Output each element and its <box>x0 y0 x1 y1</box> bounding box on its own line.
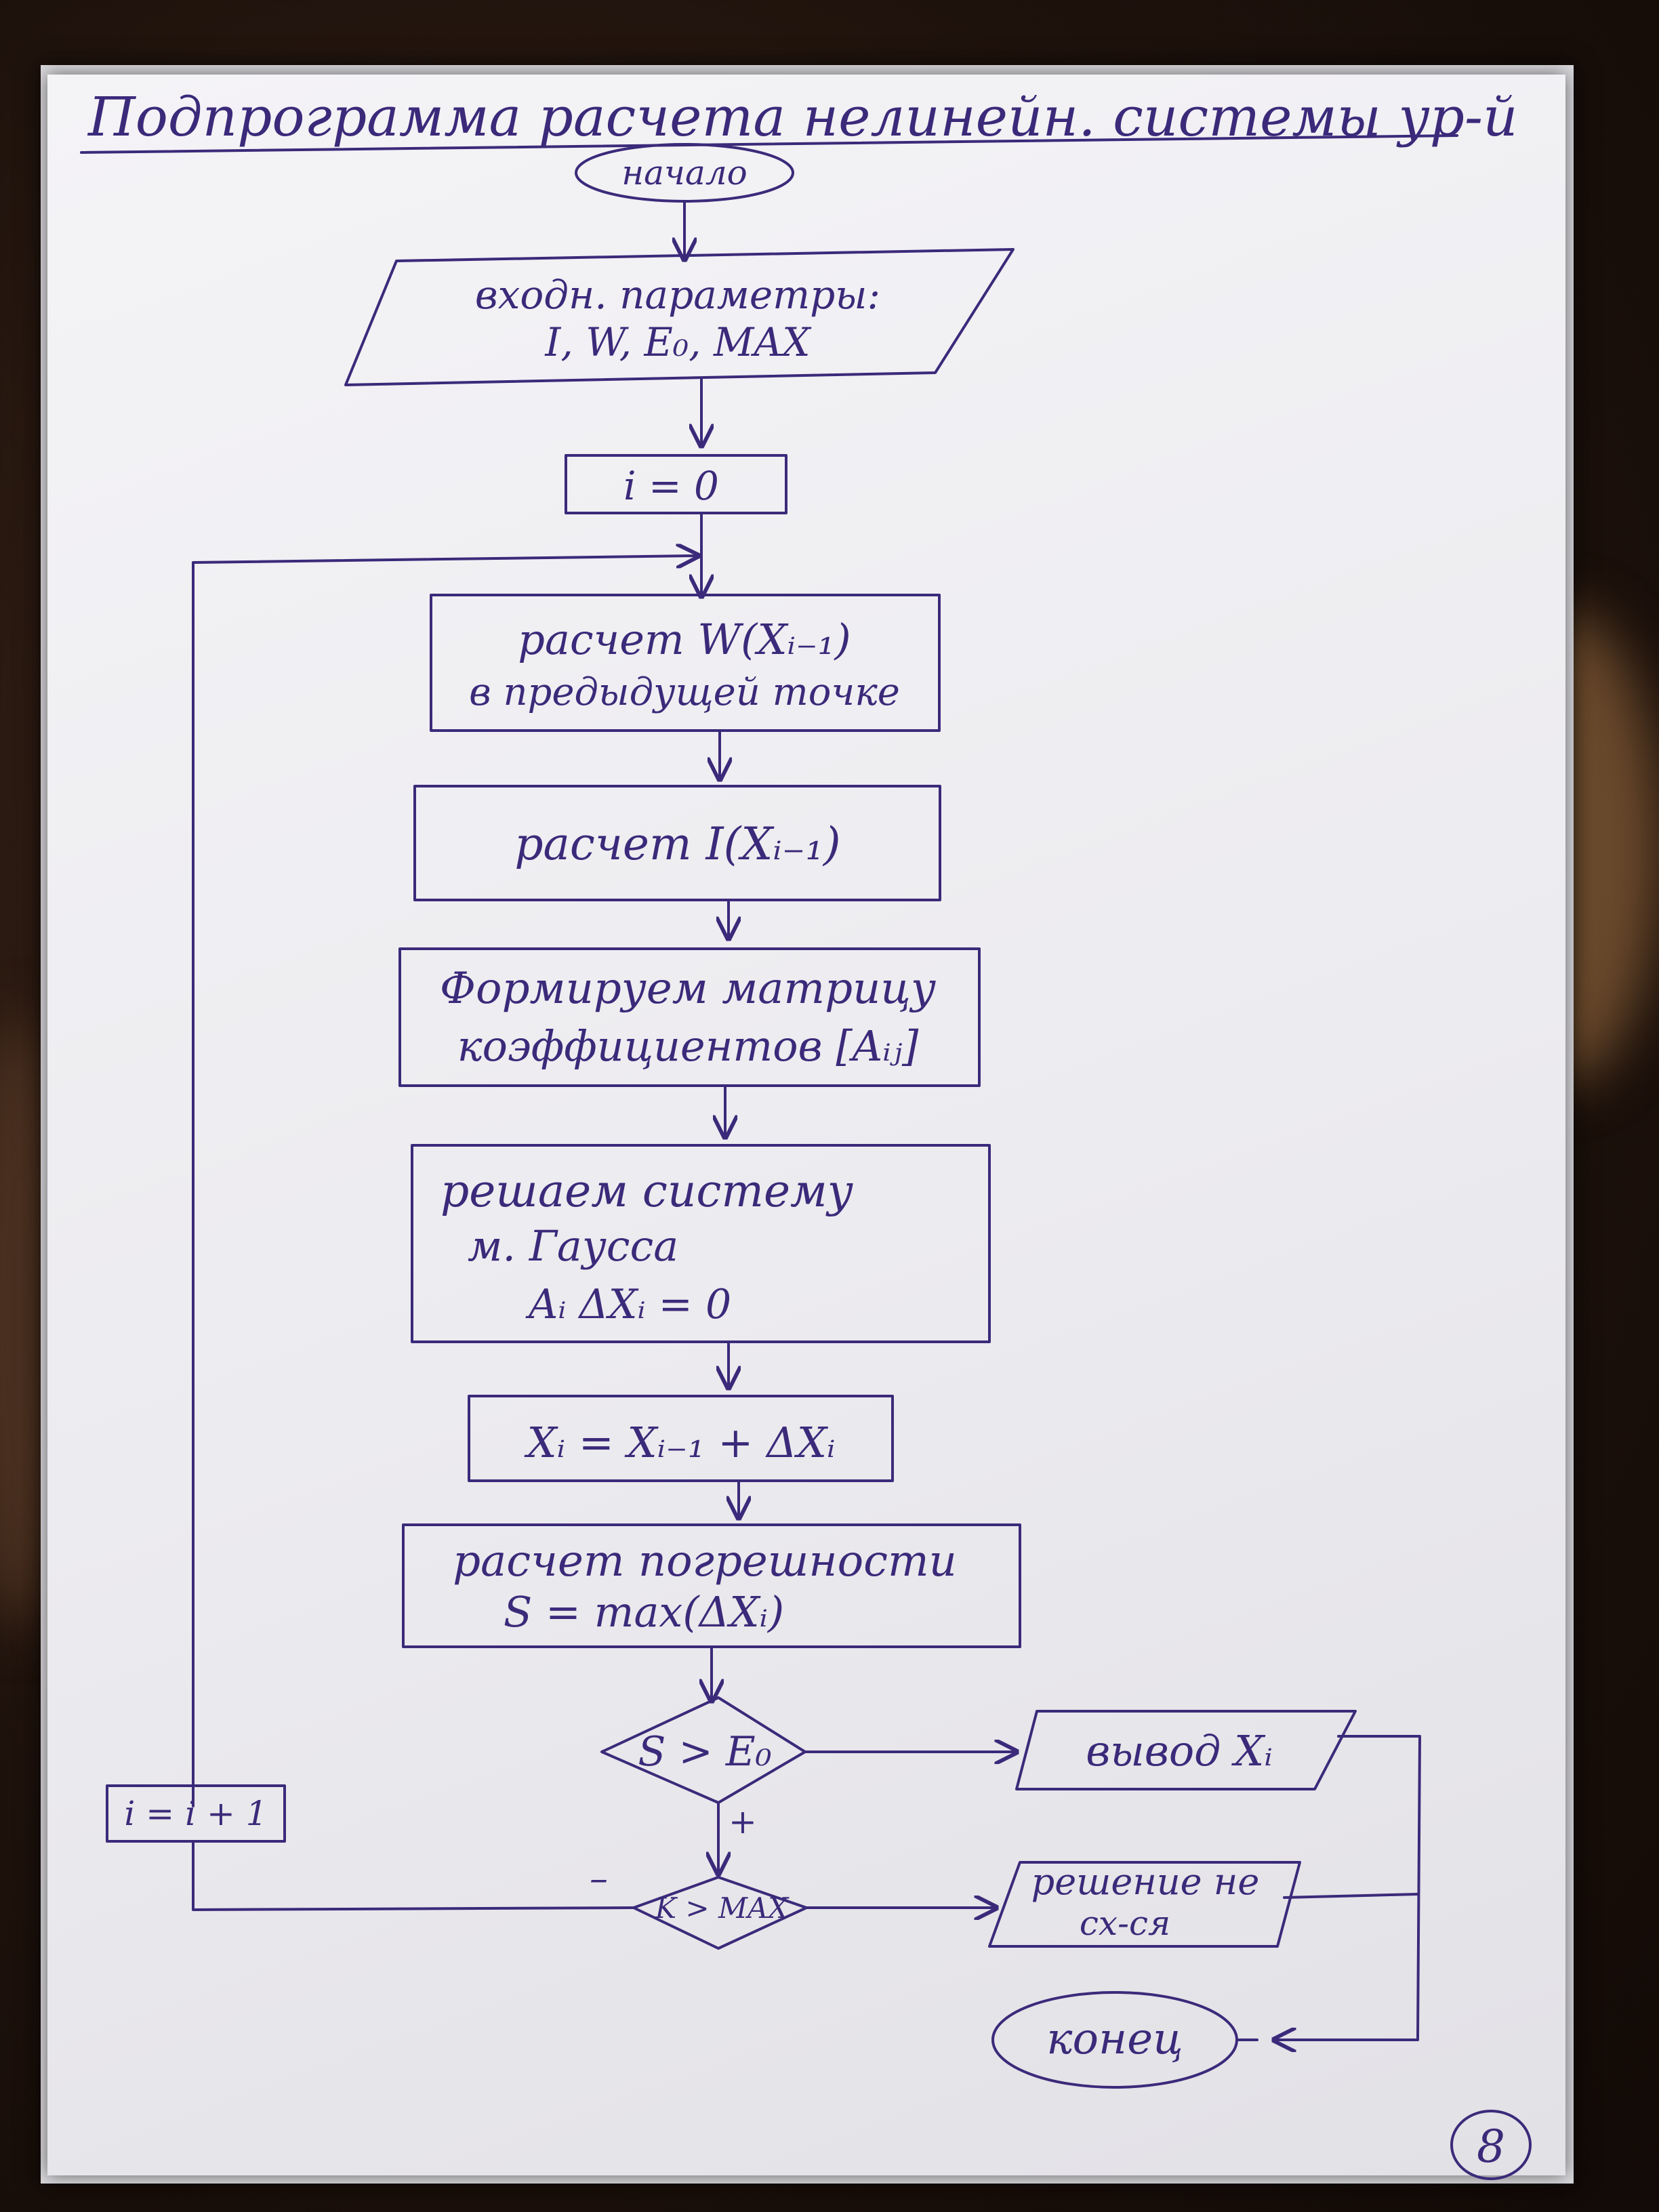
error-label-1: расчет погрешности <box>453 1536 957 1586</box>
error-label-2: S = max(ΔXᵢ) <box>504 1587 784 1637</box>
calc-w-process <box>430 594 941 732</box>
end-terminator <box>991 1991 1238 2089</box>
update-process <box>468 1395 894 1482</box>
matrix-process <box>398 947 981 1087</box>
output-parallelogram <box>1015 1710 1357 1790</box>
calc-w-label-2: в предыдущей точке <box>469 670 900 714</box>
init-process <box>565 454 787 514</box>
solve-label-2: м. Гаусса <box>468 1221 678 1271</box>
fail-label-1: решение не <box>1031 1860 1260 1903</box>
output-label: вывод Xᵢ <box>1086 1726 1273 1776</box>
fail-parallelogram <box>988 1861 1301 1948</box>
page-number-circle <box>1450 2110 1532 2180</box>
matrix-label-2: коэффициентов [Aᵢⱼ] <box>457 1021 920 1071</box>
increment-process <box>106 1784 286 1843</box>
input-parallelogram <box>344 248 1015 386</box>
decision2-label: K > MAX <box>655 1891 790 1925</box>
fail-label-2: сх-ся <box>1080 1904 1170 1943</box>
calc-i-process <box>413 785 941 901</box>
minus-label: – <box>590 1857 608 1900</box>
plus-label: + <box>729 1802 757 1841</box>
update-label: Xᵢ = Xᵢ₋₁ + ΔXᵢ <box>525 1418 836 1467</box>
increment-label: i = i + 1 <box>124 1794 267 1833</box>
edge-decision2-loop <box>192 1840 635 1911</box>
edge-output-end <box>1274 1735 1421 2040</box>
decision-k-gt-max <box>632 1876 808 1950</box>
start-label: начало <box>621 153 747 192</box>
matrix-label-1: Формируем матрицу <box>440 964 936 1014</box>
page-title: Подпрограмма расчета нелинейн. системы у… <box>87 85 1518 148</box>
paper-sheet <box>47 75 1565 2175</box>
solve-label-1: решаем систему <box>441 1165 853 1217</box>
calc-i-label: расчет I(Xᵢ₋₁) <box>514 818 840 870</box>
loop-back-line <box>192 556 698 1807</box>
solve-label-3: Aᵢ ΔXᵢ = 0 <box>525 1281 731 1328</box>
input-label-2: I, W, E₀, MAX <box>544 319 812 365</box>
title-underline <box>80 134 1458 154</box>
input-label-1: входн. параметры: <box>475 272 880 318</box>
decision1-label: S > E₀ <box>638 1728 771 1776</box>
edge-fail-merge <box>1283 1893 1419 1899</box>
page-number: 8 <box>1477 2121 1505 2173</box>
end-label: конец <box>1046 2014 1183 2064</box>
calc-w-label-1: расчет W(Xᵢ₋₁) <box>518 615 851 664</box>
solve-process <box>411 1144 991 1343</box>
init-label: i = 0 <box>623 463 719 509</box>
